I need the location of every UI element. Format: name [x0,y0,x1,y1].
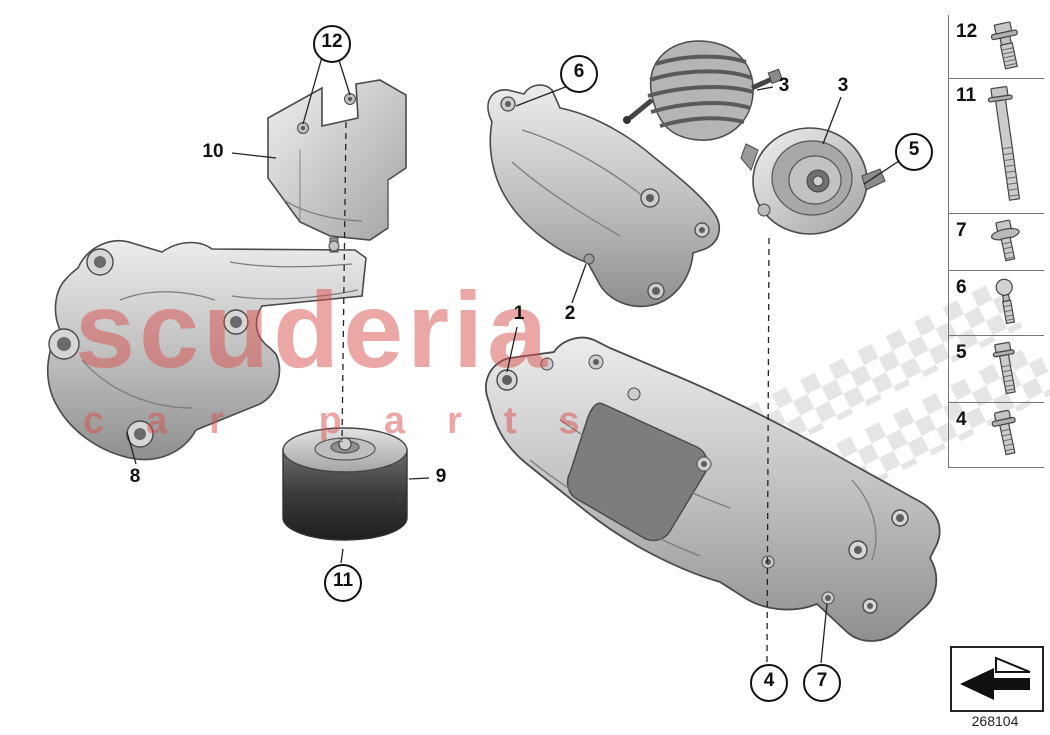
legend-item-11[interactable]: 11 [949,79,1044,214]
part-1-gearbox-crossmember [485,336,941,642]
callout-5[interactable]: 5 [895,133,933,171]
part-9-vibration-damper [282,427,408,541]
callout-6[interactable]: 6 [560,55,598,93]
front-direction-arrow-icon [960,656,1031,700]
ball-head-screw-icon [984,276,1030,330]
flange-hex-bolt-icon [984,19,1030,75]
callout-3a[interactable]: 3 [778,75,790,96]
callout-7[interactable]: 7 [803,664,841,702]
legend-item-12[interactable]: 12 [949,15,1044,79]
callout-4[interactable]: 4 [750,664,788,702]
callout-1[interactable]: 1 [513,303,525,324]
fastener-legend: 12 11 [948,15,1044,468]
callout-12[interactable]: 12 [313,25,351,63]
part-3-rubber-mount-left [623,40,783,141]
callout-2[interactable]: 2 [564,303,576,324]
part-2-support-bracket [487,84,721,308]
callout-8[interactable]: 8 [129,466,141,487]
legend-item-5[interactable]: 5 [949,336,1044,403]
flange-screw-icon [984,408,1030,462]
callout-11[interactable]: 11 [324,564,362,602]
callout-3b[interactable]: 3 [837,75,849,96]
part-10-cover-bracket [267,79,407,241]
diagram-number: 268104 [971,713,1019,729]
part-8-engine-mount-bracket [46,237,367,461]
long-hex-bolt-icon [984,84,1030,208]
legend-item-7[interactable]: 7 [949,214,1044,271]
legend-item-6[interactable]: 6 [949,271,1044,336]
hex-flange-bolt-icon [984,340,1030,398]
callout-9[interactable]: 9 [435,466,447,487]
hex-washer-screw-icon [984,218,1030,266]
legend-item-4[interactable]: 4 [949,403,1044,468]
direction-indicator-box [950,646,1044,712]
callout-10[interactable]: 10 [202,141,224,162]
part-3-rubber-mount-right [740,127,886,235]
